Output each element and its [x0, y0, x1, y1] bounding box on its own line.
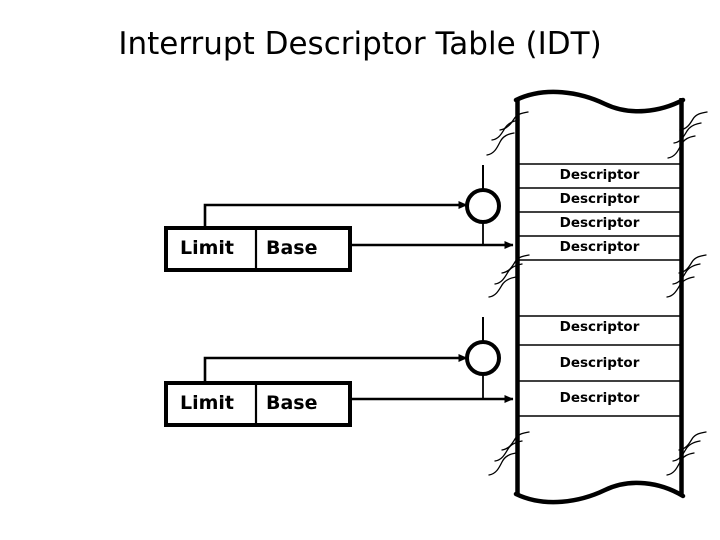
- torn-edge-top: [513, 89, 686, 114]
- limit-to-adder-lower-wire: [203, 354, 468, 383]
- paper-body: [516, 91, 683, 503]
- idtr-upper-box[interactable]: [164, 226, 352, 272]
- idtr-lower-group: [164, 317, 514, 427]
- idtr-lower-limit-label: Limit: [180, 392, 235, 414]
- descriptor-row-label: Descriptor: [559, 355, 640, 371]
- idtr-upper-group: [164, 165, 514, 272]
- adder-lower-node: [465, 340, 501, 376]
- upper-group-rows: [517, 163, 682, 261]
- idt-table-strip: [486, 89, 708, 505]
- descriptor-row-label: Descriptor: [559, 239, 640, 255]
- page-title: Interrupt Descriptor Table (IDT): [118, 26, 602, 62]
- break-squiggles: [486, 111, 708, 476]
- idtr-lower-box[interactable]: [164, 381, 352, 427]
- adder-upper-node: [465, 188, 501, 224]
- lower-group-rows: [517, 315, 682, 417]
- idtr-lower-base-label: Base: [266, 392, 318, 414]
- idtr-upper-base-label: Base: [266, 237, 318, 259]
- idtr-upper-limit-label: Limit: [180, 237, 235, 259]
- descriptor-row-label: Descriptor: [559, 390, 640, 406]
- torn-edge-bottom: [513, 480, 686, 505]
- descriptor-row-label: Descriptor: [559, 215, 640, 231]
- descriptor-row-label: Descriptor: [559, 191, 640, 207]
- descriptor-row-label: Descriptor: [559, 167, 640, 183]
- descriptor-row-label: Descriptor: [559, 319, 640, 335]
- limit-to-adder-upper-wire: [203, 201, 468, 228]
